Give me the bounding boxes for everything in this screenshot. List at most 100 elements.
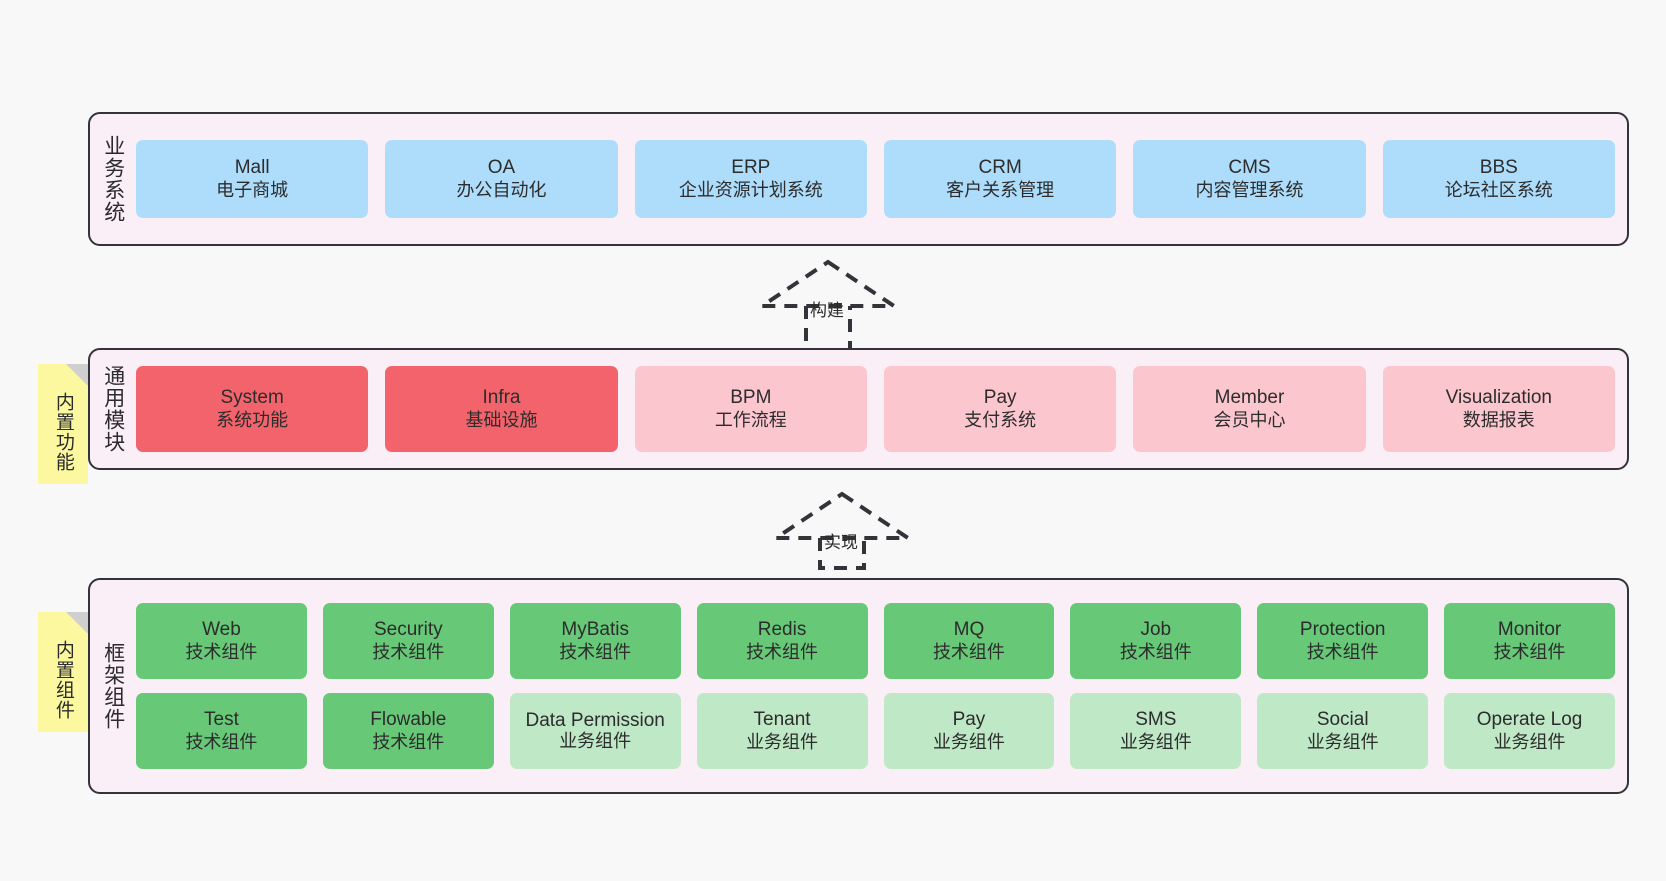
card-monitor-en: Monitor	[1497, 618, 1562, 640]
layer-business-system: 业务系统 Mall 电子商城 OA 办公自动化 ERP 企业资源计划系统 CRM…	[88, 112, 1629, 246]
card-erp-en: ERP	[731, 156, 771, 178]
connector-implement: 实现	[769, 490, 915, 570]
card-data-permission[interactable]: Data Permission 业务组件	[509, 693, 681, 769]
layer-title-common-module: 通用模块	[101, 365, 125, 453]
card-job[interactable]: Job 技术组件	[1070, 603, 1242, 679]
card-pay-module-en: Pay	[983, 386, 1017, 408]
card-operate-log[interactable]: Operate Log 业务组件	[1444, 693, 1615, 769]
card-bpm-cn: 工作流程	[714, 409, 787, 430]
card-protection-cn: 技术组件	[1306, 641, 1379, 662]
card-mq[interactable]: MQ 技术组件	[883, 603, 1055, 679]
card-mybatis-cn: 技术组件	[559, 641, 632, 662]
connector-implement-label: 实现	[824, 533, 858, 552]
card-visualization-cn: 数据报表	[1462, 409, 1535, 430]
card-cms[interactable]: CMS 内容管理系统	[1133, 140, 1366, 218]
card-data-permission-en: Data Permission	[525, 709, 665, 731]
card-flowable[interactable]: Flowable 技术组件	[322, 693, 494, 769]
connector-build: 构建	[755, 258, 901, 354]
card-mybatis-en: MyBatis	[561, 618, 629, 640]
card-oa-en: OA	[487, 156, 516, 178]
note-builtin-component-text: 内置组件	[52, 640, 74, 720]
note-fold-corner-icon	[66, 612, 88, 634]
card-mybatis[interactable]: MyBatis 技术组件	[509, 603, 681, 679]
card-pay-component-en: Pay	[952, 708, 986, 730]
card-redis[interactable]: Redis 技术组件	[696, 603, 868, 679]
card-erp[interactable]: ERP 企业资源计划系统	[634, 140, 867, 218]
card-bbs-en: BBS	[1479, 156, 1518, 178]
card-tenant[interactable]: Tenant 业务组件	[696, 693, 868, 769]
card-member[interactable]: Member 会员中心	[1133, 366, 1366, 452]
card-visualization-en: Visualization	[1445, 386, 1552, 408]
card-pay-module-cn: 支付系统	[964, 409, 1037, 430]
card-sms-en: SMS	[1135, 708, 1177, 730]
card-cms-en: CMS	[1228, 156, 1271, 178]
card-crm[interactable]: CRM 客户关系管理	[883, 140, 1117, 218]
card-operate-log-cn: 业务组件	[1493, 731, 1566, 752]
card-security-en: Security	[373, 618, 443, 640]
card-protection[interactable]: Protection 技术组件	[1257, 603, 1429, 679]
card-visualization[interactable]: Visualization 数据报表	[1382, 366, 1615, 452]
card-mall[interactable]: Mall 电子商城	[136, 140, 369, 218]
card-social[interactable]: Social 业务组件	[1257, 693, 1429, 769]
connector-implement-shape	[769, 491, 915, 570]
note-builtin-feature-text: 内置功能	[52, 392, 74, 472]
framework-row-technical: Web 技术组件 Security 技术组件 MyBatis 技术组件 Redi…	[136, 603, 1615, 679]
card-social-cn: 业务组件	[1306, 731, 1379, 752]
card-web-cn: 技术组件	[185, 641, 258, 662]
card-web-en: Web	[202, 618, 241, 640]
card-social-en: Social	[1316, 708, 1369, 730]
card-mall-cn: 电子商城	[216, 179, 289, 200]
card-mall-en: Mall	[234, 156, 270, 178]
connector-build-label: 构建	[810, 301, 844, 320]
card-job-en: Job	[1140, 618, 1172, 640]
card-infra-cn: 基础设施	[465, 409, 538, 430]
common-module-card-row: System 系统功能 Infra 基础设施 BPM 工作流程 Pay 支付系统…	[136, 366, 1615, 452]
layer-body-common-module: System 系统功能 Infra 基础设施 BPM 工作流程 Pay 支付系统…	[136, 350, 1627, 468]
business-system-card-row: Mall 电子商城 OA 办公自动化 ERP 企业资源计划系统 CRM 客户关系…	[136, 140, 1615, 218]
card-pay-module[interactable]: Pay 支付系统	[883, 366, 1117, 452]
card-bbs[interactable]: BBS 论坛社区系统	[1382, 140, 1615, 218]
card-pay-component-cn: 业务组件	[932, 731, 1005, 752]
card-redis-cn: 技术组件	[746, 641, 819, 662]
card-crm-cn: 客户关系管理	[946, 179, 1055, 200]
card-oa-cn: 办公自动化	[456, 179, 547, 200]
card-web[interactable]: Web 技术组件	[136, 603, 307, 679]
card-monitor[interactable]: Monitor 技术组件	[1444, 603, 1615, 679]
card-security-cn: 技术组件	[372, 641, 445, 662]
layer-body-framework-component: Web 技术组件 Security 技术组件 MyBatis 技术组件 Redi…	[136, 580, 1627, 792]
card-tenant-en: Tenant	[753, 708, 811, 730]
card-bbs-cn: 论坛社区系统	[1444, 179, 1553, 200]
card-cms-cn: 内容管理系统	[1195, 179, 1304, 200]
card-mq-en: MQ	[953, 618, 985, 640]
card-bpm[interactable]: BPM 工作流程	[634, 366, 867, 452]
layer-title-framework-component: 框架组件	[101, 642, 125, 730]
card-test[interactable]: Test 技术组件	[136, 693, 307, 769]
note-builtin-feature: 内置功能	[38, 364, 88, 484]
card-erp-cn: 企业资源计划系统	[678, 179, 823, 200]
card-test-en: Test	[204, 708, 239, 730]
card-infra[interactable]: Infra 基础设施	[385, 366, 618, 452]
card-test-cn: 技术组件	[185, 731, 258, 752]
card-member-cn: 会员中心	[1213, 409, 1286, 430]
card-tenant-cn: 业务组件	[746, 731, 819, 752]
card-system[interactable]: System 系统功能	[136, 366, 369, 452]
card-sms-cn: 业务组件	[1119, 731, 1192, 752]
card-oa[interactable]: OA 办公自动化	[385, 140, 618, 218]
card-crm-en: CRM	[978, 156, 1022, 178]
layer-common-module: 通用模块 System 系统功能 Infra 基础设施 BPM 工作流程 Pay…	[88, 348, 1629, 470]
layer-body-business-system: Mall 电子商城 OA 办公自动化 ERP 企业资源计划系统 CRM 客户关系…	[136, 114, 1627, 244]
card-system-en: System	[220, 386, 284, 408]
card-infra-en: Infra	[482, 386, 521, 408]
card-security[interactable]: Security 技术组件	[322, 603, 494, 679]
card-job-cn: 技术组件	[1119, 641, 1192, 662]
note-builtin-component: 内置组件	[38, 612, 88, 732]
card-pay-component[interactable]: Pay 业务组件	[883, 693, 1055, 769]
card-monitor-cn: 技术组件	[1493, 641, 1566, 662]
layer-framework-component: 框架组件 Web 技术组件 Security 技术组件 MyBatis 技术组件…	[88, 578, 1629, 794]
card-operate-log-en: Operate Log	[1476, 708, 1583, 730]
framework-row-business: Test 技术组件 Flowable 技术组件 Data Permission …	[136, 693, 1615, 769]
card-flowable-en: Flowable	[370, 708, 447, 730]
card-sms[interactable]: SMS 业务组件	[1070, 693, 1242, 769]
note-fold-corner-icon	[66, 364, 88, 386]
